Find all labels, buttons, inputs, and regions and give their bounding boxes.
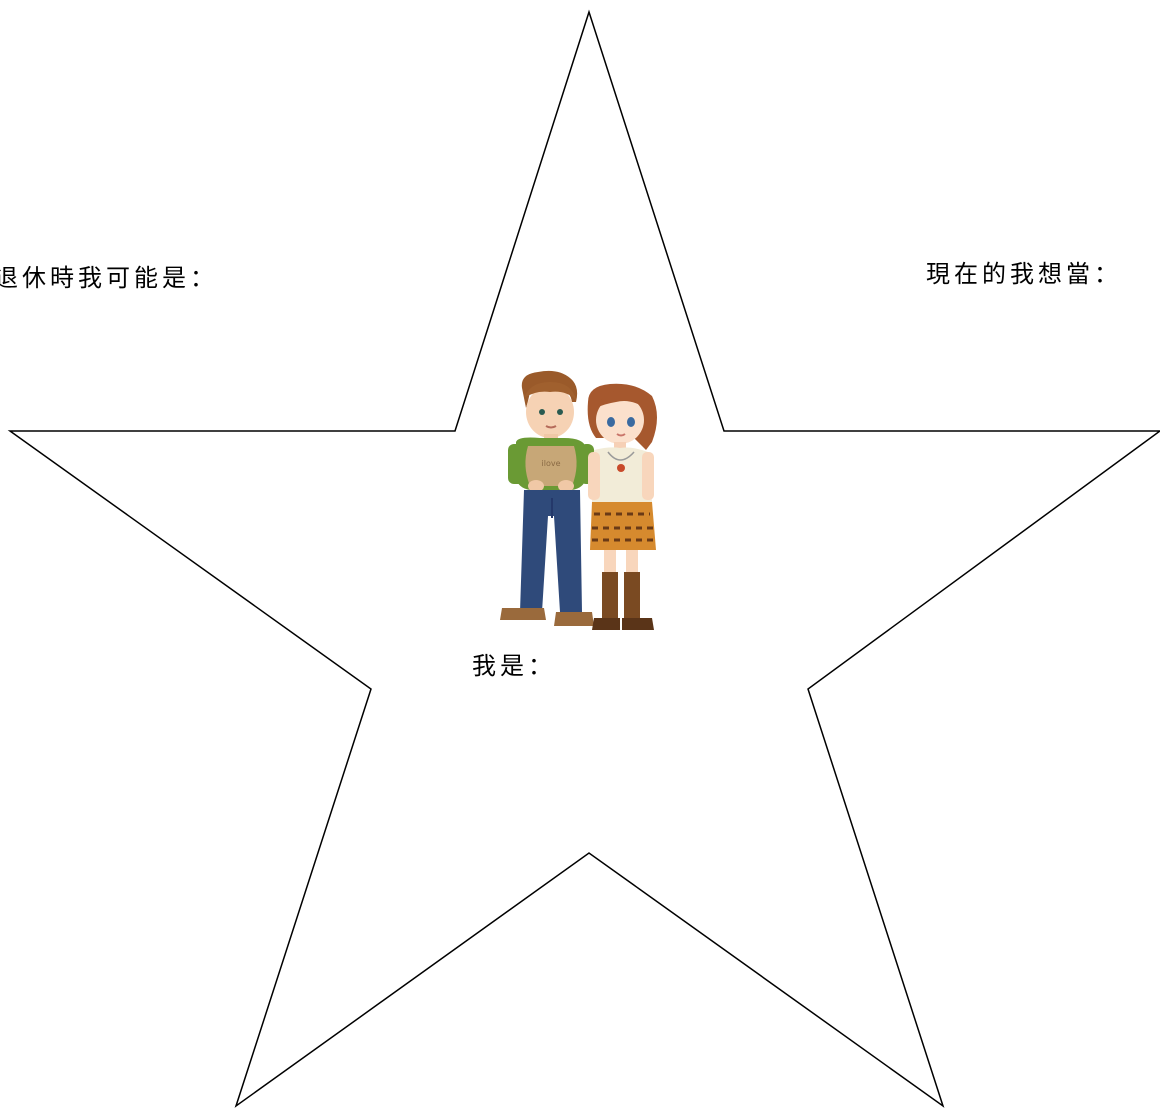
current-wish-label: 現在的我想當： bbox=[926, 260, 1122, 288]
retire-label: 退休時我可能是： bbox=[0, 264, 218, 292]
girl-figure bbox=[587, 383, 657, 630]
star-shape bbox=[7, 9, 1160, 1108]
couple-clipart-icon: ilove bbox=[500, 370, 657, 630]
i-am-label: 我是： bbox=[472, 652, 556, 680]
boy-figure: ilove bbox=[500, 370, 594, 626]
svg-text:ilove: ilove bbox=[542, 459, 561, 468]
